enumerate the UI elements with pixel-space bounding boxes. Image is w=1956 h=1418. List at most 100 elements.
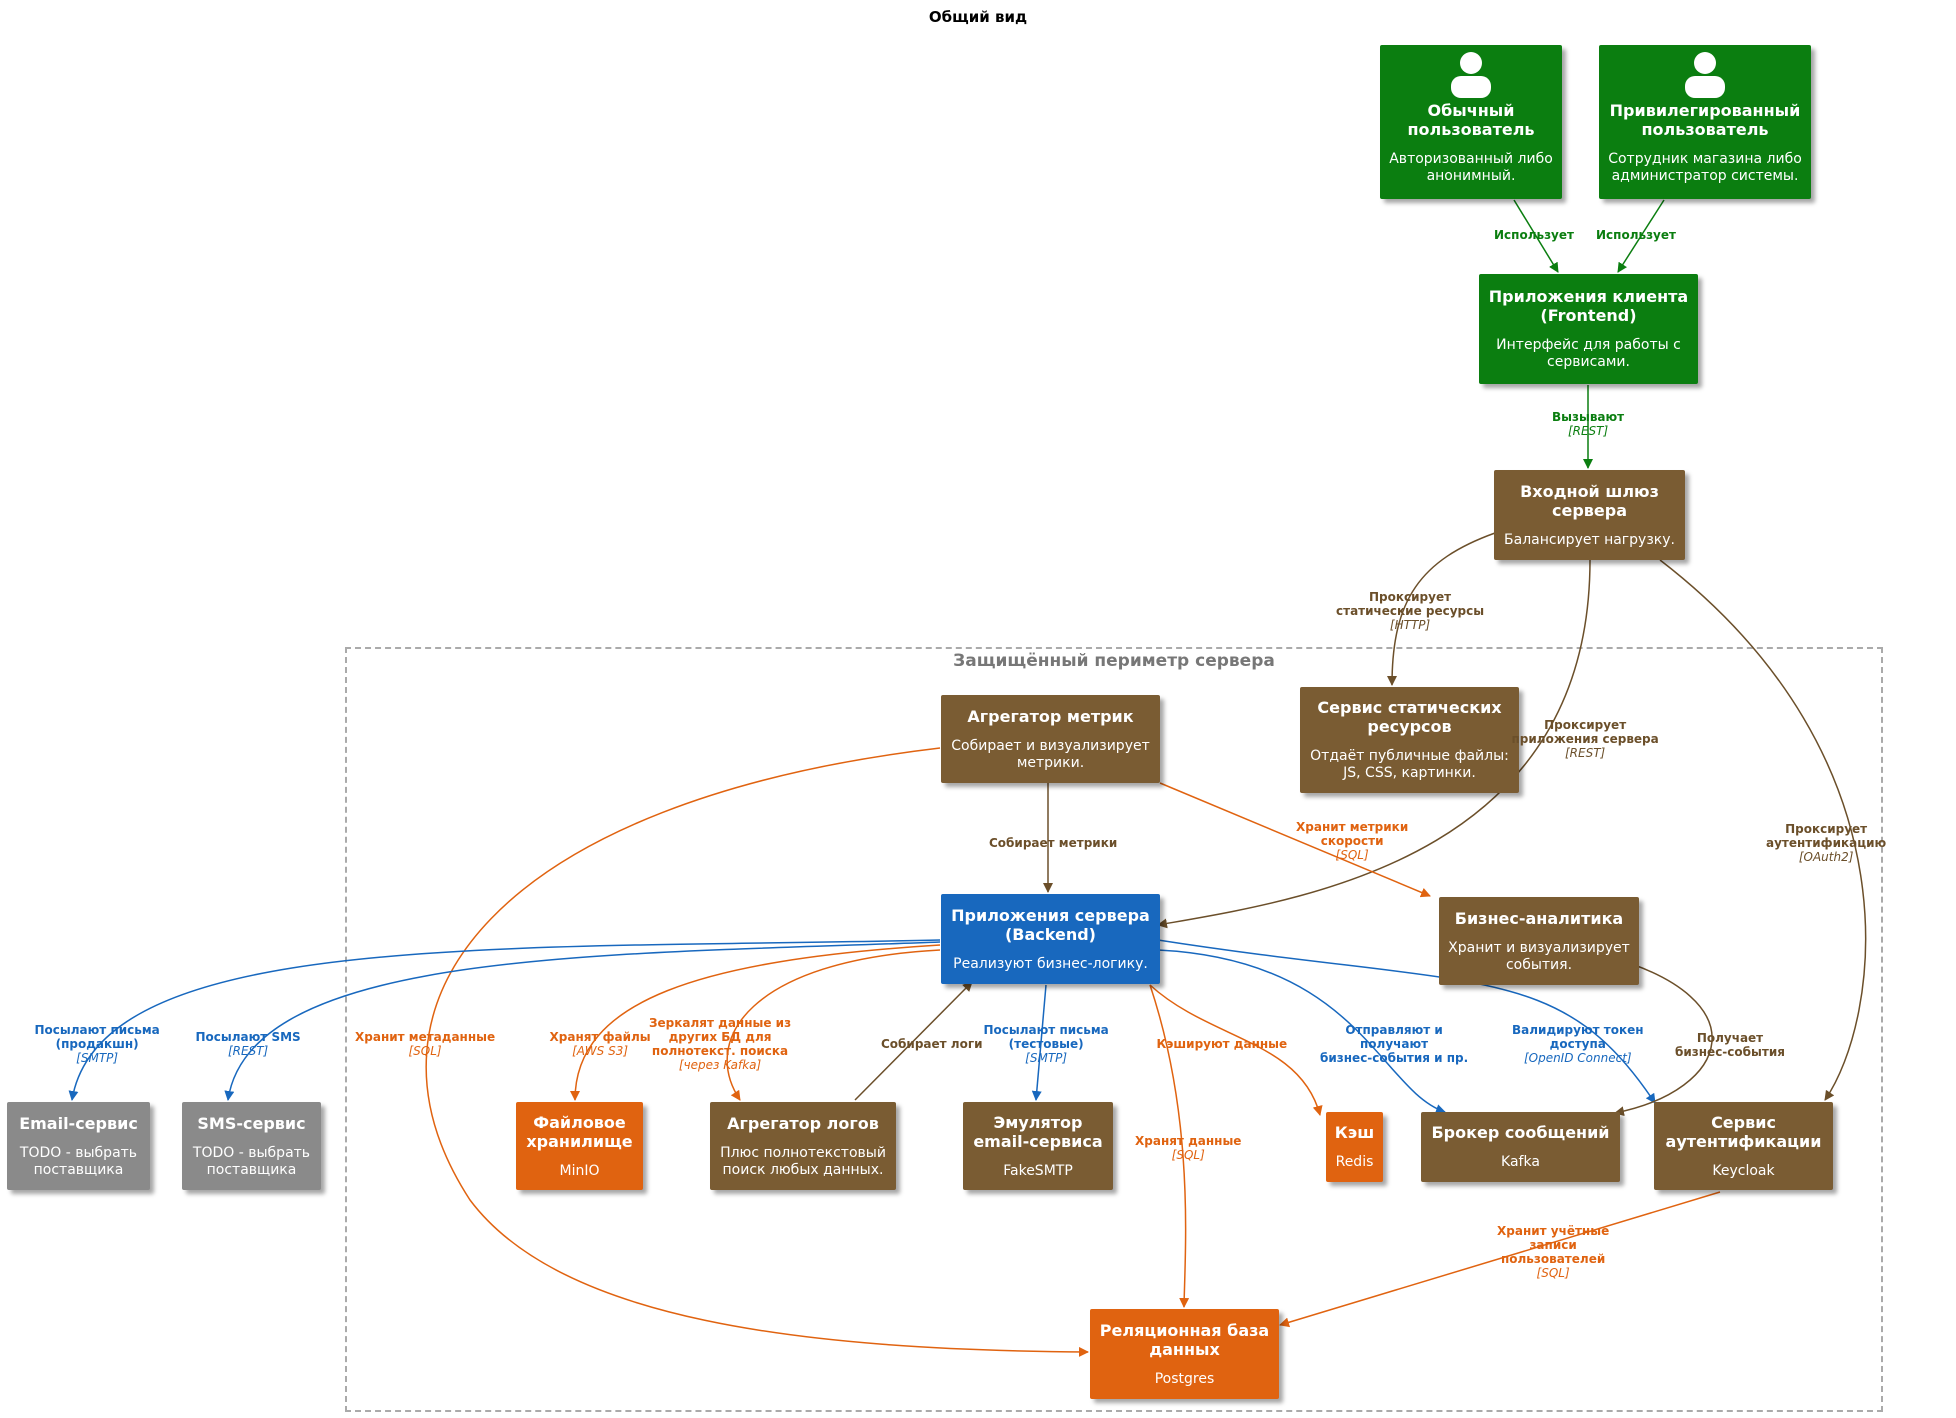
edge-label-tech: [SMTP] — [1025, 1051, 1068, 1065]
gateway-node[interactable]: Входной шлюз сервера Балансирует нагрузк… — [1494, 470, 1685, 560]
node-description: TODO - выбрать поставщика — [192, 1144, 311, 1178]
edge-label: Посылают SMS[REST] — [196, 1030, 301, 1058]
edge-label: Зеркалят данные из других БД для полноте… — [649, 1016, 791, 1072]
edge-label-text: Использует — [1494, 228, 1574, 242]
server-perimeter-boundary: Защищённый периметр сервера — [345, 647, 1883, 1412]
person-icon — [1685, 52, 1725, 98]
edge-label-text: Хранят данные — [1135, 1134, 1242, 1148]
log-aggregator-node[interactable]: Агрегатор логов Плюс полнотекстовый поис… — [710, 1102, 896, 1190]
edge-label: Собирает метрики — [989, 836, 1117, 850]
node-description: Хранит и визуализирует события. — [1448, 939, 1630, 973]
node-title: Сервис статических ресурсов — [1317, 698, 1502, 736]
node-title: Приложения сервера (Backend) — [951, 905, 1150, 944]
node-description: Kafka — [1501, 1154, 1540, 1170]
node-title: Email-сервис — [19, 1113, 138, 1133]
node-description: FakeSMTP — [1003, 1162, 1073, 1179]
node-title: Агрегатор логов — [727, 1113, 879, 1133]
email-service-node[interactable]: Email-сервис TODO - выбрать поставщика — [7, 1102, 150, 1190]
cache-node[interactable]: Кэш Redis — [1326, 1112, 1383, 1182]
edge-label-tech: [OAuth2] — [1798, 850, 1854, 864]
edge-privileged-user-frontend — [1617, 199, 1665, 273]
edge-label: Хранит учётные записи пользователей[SQL] — [1497, 1224, 1609, 1280]
node-description: Postgres — [1154, 1370, 1215, 1387]
edge-label-text: Собирает метрики — [989, 836, 1118, 850]
edge-logs-backend — [854, 981, 973, 1101]
edge-label-text: Проксирует аутентификацию — [1766, 822, 1887, 850]
node-title: Привилегированный пользователь — [1609, 101, 1801, 139]
node-title: Обычный пользователь — [1407, 101, 1535, 139]
edge-label-text: Вызывают — [1552, 410, 1625, 424]
relational-db-node[interactable]: Реляционная база данных Postgres — [1090, 1309, 1279, 1399]
edge-label: Хранят данные[SQL] — [1135, 1134, 1241, 1162]
edge-label-text: Хранит метаданные — [355, 1030, 496, 1044]
regular-user-node[interactable]: Обычный пользователь Авторизованный либо… — [1380, 45, 1562, 199]
edge-label-tech: [HTTP] — [1389, 618, 1431, 632]
privileged-user-node[interactable]: Привилегированный пользователь Сотрудник… — [1599, 45, 1811, 199]
edge-backend-sms — [224, 941, 941, 1101]
node-description: Реализуют бизнес-логику. — [953, 955, 1148, 972]
edge-label-text: Проксирует статические ресурсы — [1336, 590, 1485, 618]
edge-label-tech: [SQL] — [1171, 1148, 1205, 1162]
edge-regular-user-frontend — [1513, 199, 1559, 273]
node-description: Keycloak — [1712, 1162, 1775, 1179]
node-title: Входной шлюз сервера — [1520, 481, 1659, 520]
edge-backend-files — [570, 944, 941, 1101]
edge-label: Кэшируют данные — [1157, 1037, 1288, 1051]
boundary-label: Защищённый периметр сервера — [953, 651, 1275, 671]
edge-label: Посылают письма (тестовые)[SMTP] — [984, 1023, 1109, 1065]
node-description: Отдаёт публичные файлы: JS, CSS, картинк… — [1310, 748, 1509, 781]
node-title: Кэш — [1334, 1123, 1375, 1142]
edge-label: Использует — [1494, 228, 1574, 242]
node-description: Собирает и визуализирует метрики. — [951, 737, 1150, 771]
edge-label-tech: [AWS S3] — [572, 1044, 629, 1058]
message-broker-node[interactable]: Брокер сообщений Kafka — [1421, 1112, 1620, 1182]
edge-label-text: Хранит метрики скорости — [1296, 820, 1409, 848]
auth-service-node[interactable]: Сервис аутентификации Keycloak — [1654, 1102, 1833, 1190]
edge-label-text: Хранят файлы — [549, 1030, 651, 1044]
edge-auth-db — [1279, 1191, 1721, 1328]
edge-label-text: Отправляют и получают бизнес-события и п… — [1320, 1023, 1469, 1065]
metrics-aggregator-node[interactable]: Агрегатор метрик Собирает и визуализируе… — [941, 695, 1160, 783]
node-title: Реляционная база данных — [1099, 1320, 1270, 1359]
edge-label: Хранят файлы[AWS S3] — [550, 1030, 651, 1058]
edge-backend-logs — [726, 949, 941, 1101]
edge-label: Проксирует приложения сервера[REST] — [1512, 718, 1659, 760]
edge-label: Посылают письма (продакшн)[SMTP] — [35, 1023, 160, 1065]
sms-service-node[interactable]: SMS-сервис TODO - выбрать поставщика — [182, 1102, 321, 1190]
edge-label: Вызывают[REST] — [1552, 410, 1624, 438]
file-storage-node[interactable]: Файловое хранилище MinIO — [516, 1102, 643, 1190]
edge-label-tech: [через Kafka] — [678, 1058, 762, 1072]
edge-label-tech: [SMTP] — [76, 1051, 119, 1065]
edge-label-text: Валидируют токен доступа — [1512, 1023, 1644, 1051]
edge-label-tech: [SQL] — [408, 1044, 442, 1058]
node-description: Плюс полнотекстовый поиск любых данных. — [720, 1144, 886, 1178]
business-analytics-node[interactable]: Бизнес-аналитика Хранит и визуализирует … — [1439, 897, 1639, 985]
node-title: Брокер сообщений — [1431, 1123, 1610, 1142]
email-emulator-node[interactable]: Эмулятор email-сервиса FakeSMTP — [963, 1102, 1113, 1190]
edge-label-tech: [REST] — [1565, 746, 1606, 760]
static-resources-node[interactable]: Сервис статических ресурсов Отдаёт публи… — [1300, 687, 1519, 793]
node-title: Эмулятор email-сервиса — [973, 1112, 1103, 1151]
edge-label-tech: [OpenID Connect] — [1523, 1051, 1632, 1065]
edge-gateway-static — [1387, 532, 1496, 686]
edge-label-text: Посылают письма (тестовые) — [983, 1023, 1109, 1051]
edge-label-text: Получает бизнес-события — [1675, 1031, 1785, 1059]
edge-backend-cache — [1149, 984, 1323, 1116]
node-description: MinIO — [559, 1162, 600, 1179]
edge-label-tech: [SQL] — [1335, 848, 1369, 862]
edge-label-tech: [REST] — [227, 1044, 269, 1058]
node-description: Балансирует нагрузку. — [1504, 531, 1675, 548]
edge-label-text: Кэшируют данные — [1156, 1037, 1288, 1051]
edge-backend-auth — [1157, 939, 1656, 1104]
node-description: Redis — [1335, 1154, 1374, 1170]
edge-gateway-auth — [1659, 559, 1867, 1101]
person-icon — [1451, 52, 1491, 98]
frontend-node[interactable]: Приложения клиента (Frontend) Интерфейс … — [1479, 274, 1698, 384]
node-title: Бизнес-аналитика — [1454, 908, 1624, 928]
edge-label: Проксирует статические ресурсы[HTTP] — [1336, 590, 1484, 632]
backend-node[interactable]: Приложения сервера (Backend) Реализуют б… — [941, 894, 1160, 984]
edge-label-text: Хранит учётные записи пользователей — [1497, 1224, 1610, 1266]
edge-label: Проксирует аутентификацию[OAuth2] — [1766, 822, 1886, 864]
node-description: Авторизованный либо анонимный. — [1389, 151, 1553, 184]
edge-bi-broker — [1609, 956, 1713, 1117]
